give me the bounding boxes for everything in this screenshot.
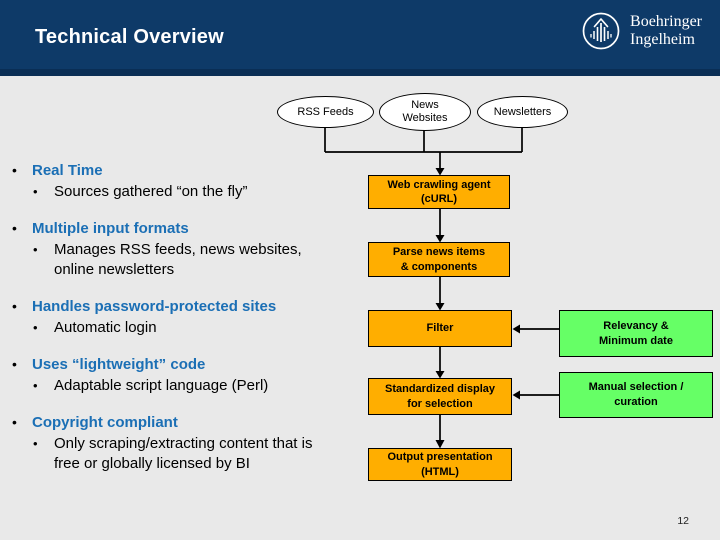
bullet-heading: Copyright compliant [32, 414, 178, 431]
oval-label: RSS Feeds [297, 105, 354, 118]
bullet-marker: • [33, 378, 38, 393]
bullet-heading: Uses “lightweight” code [32, 356, 206, 373]
bullet-group-password-sites: • Handles password-protected sites • Aut… [10, 296, 360, 338]
input-box-relevancy-minimum-date: Relevancy & Minimum date [559, 310, 713, 357]
process-box-standardized-display: Standardized display for selection [368, 378, 512, 415]
boehringer-ingelheim-logo: Boehringer Ingelheim [580, 10, 702, 52]
source-oval-rss-feeds: RSS Feeds [277, 96, 374, 128]
bullet-marker: • [12, 220, 17, 236]
bullet-sub: Manages RSS feeds, news websites, online… [54, 241, 302, 278]
bullet-sub: Only scraping/extracting content that is… [54, 435, 313, 472]
box-label: Standardized display [384, 383, 496, 396]
process-box-web-crawling-agent: Web crawling agent (cURL) [368, 175, 510, 209]
bullet-group-copyright: • Copyright compliant • Only scraping/ex… [10, 412, 360, 474]
bullet-marker: • [12, 298, 17, 314]
slide-header: Technical Overview Boehringer Ingelheim [0, 0, 720, 76]
box-label: Web crawling agent [387, 178, 491, 191]
process-box-parse-news-items: Parse news items & components [368, 242, 510, 277]
logo-wordmark: Boehringer Ingelheim [630, 13, 702, 49]
bullet-marker: • [33, 320, 38, 335]
page-title: Technical Overview [35, 26, 224, 48]
bullet-sub: Adaptable script language (Perl) [54, 377, 269, 394]
process-box-output-presentation: Output presentation (HTML) [368, 448, 512, 481]
oval-label: News [411, 99, 439, 112]
bullet-list: • Real Time • Sources gathered “on the f… [10, 160, 360, 490]
input-box-manual-selection-curation: Manual selection / curation [559, 372, 713, 418]
process-box-filter: Filter [368, 310, 512, 347]
box-label: Relevancy & [603, 319, 669, 332]
boehringer-emblem-icon [580, 10, 622, 52]
bullet-marker: • [33, 242, 38, 257]
logo-line2: Ingelheim [630, 31, 695, 48]
bullet-sub: Automatic login [54, 319, 157, 336]
box-label: Manual selection / [588, 381, 684, 394]
bullet-marker: • [12, 414, 17, 430]
bullet-sub: Sources gathered “on the fly” [54, 183, 248, 200]
bullet-heading: Real Time [32, 162, 103, 179]
page-number: 12 [677, 515, 689, 527]
bullet-group-real-time: • Real Time • Sources gathered “on the f… [10, 160, 360, 202]
bullet-heading: Multiple input formats [32, 220, 189, 237]
bullet-heading: Handles password-protected sites [32, 298, 277, 315]
bullet-marker: • [33, 436, 38, 451]
bullet-marker: • [12, 356, 17, 372]
logo-line1: Boehringer [630, 13, 702, 30]
oval-label: Newsletters [493, 105, 552, 118]
bullet-marker: • [33, 184, 38, 199]
box-label: Output presentation [387, 451, 493, 464]
bullet-group-input-formats: • Multiple input formats • Manages RSS f… [10, 218, 360, 280]
box-label: Filter [426, 322, 454, 335]
source-oval-news-websites: News Websites [379, 93, 471, 131]
bullet-group-lightweight-code: • Uses “lightweight” code • Adaptable sc… [10, 354, 360, 396]
source-oval-newsletters: Newsletters [477, 96, 568, 128]
bullet-marker: • [12, 162, 17, 178]
box-label: Parse news items [392, 246, 486, 259]
